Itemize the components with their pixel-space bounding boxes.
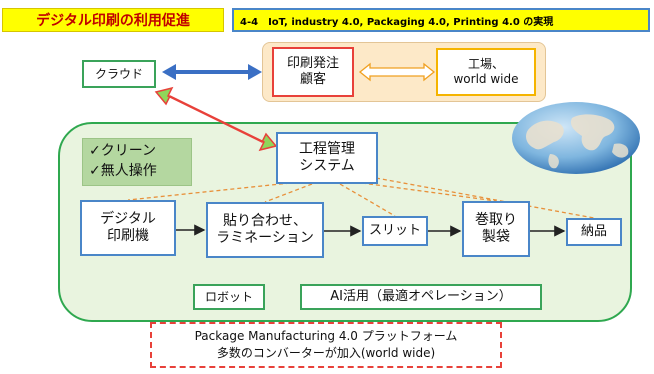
features-box: ✓クリーン ✓無人操作 [82, 138, 192, 186]
pm-system-line1: 工程管理 [299, 140, 355, 157]
process-management-system: 工程管理 システム [276, 132, 378, 184]
system-links [127, 177, 595, 219]
factory-line2: world wide [453, 72, 519, 86]
slit-box: スリット [362, 216, 428, 246]
digital-press-line2: 印刷機 [106, 228, 149, 244]
rewind-line1: 巻取り [475, 211, 517, 228]
diagram-title: デジタル印刷の利用促進 [2, 8, 224, 32]
delivery-box: 納品 [566, 218, 622, 246]
digital-press-line1: デジタル [100, 210, 156, 227]
ai-box: AI活用（最適オペレーション） [300, 284, 542, 310]
platform-line2: 多数のコンバーターが加入(world wide) [216, 346, 436, 360]
feature-clean: ✓クリーン [89, 143, 157, 160]
cloud-box: クラウド [82, 60, 156, 88]
factory-box: 工場、 world wide [436, 48, 536, 96]
lamination-line1: 貼り合わせ、 [222, 212, 307, 229]
print-client-box: 印刷発注 顧客 [272, 47, 354, 97]
factory-line1: 工場、 [467, 57, 504, 71]
lamination-line2: ラミネーション [216, 230, 314, 246]
robot-box: ロボット [193, 284, 265, 310]
cloud-customer-arrow [162, 64, 262, 80]
globe-icon [512, 102, 640, 174]
cloud-system-arrow [154, 86, 278, 152]
diagram-subtitle: 4-4 IoT, industry 4.0, Packaging 4.0, Pr… [232, 8, 650, 32]
rewind-bagging-box: 巻取り 製袋 [462, 201, 530, 257]
platform-box: Package Manufacturing 4.0 プラットフォーム 多数のコン… [150, 322, 502, 368]
print-client-line2: 顧客 [299, 72, 326, 87]
print-client-line1: 印刷発注 [286, 55, 339, 71]
process-flow-arrows [176, 224, 566, 237]
platform-line1: Package Manufacturing 4.0 プラットフォーム [194, 328, 458, 343]
feature-unmanned: ✓無人操作 [89, 163, 157, 179]
lamination-box: 貼り合わせ、 ラミネーション [206, 202, 324, 258]
rewind-line2: 製袋 [482, 229, 510, 245]
client-factory-arrow [358, 62, 436, 82]
pm-system-line2: システム [299, 158, 355, 174]
digital-press-box: デジタル 印刷機 [80, 200, 176, 256]
